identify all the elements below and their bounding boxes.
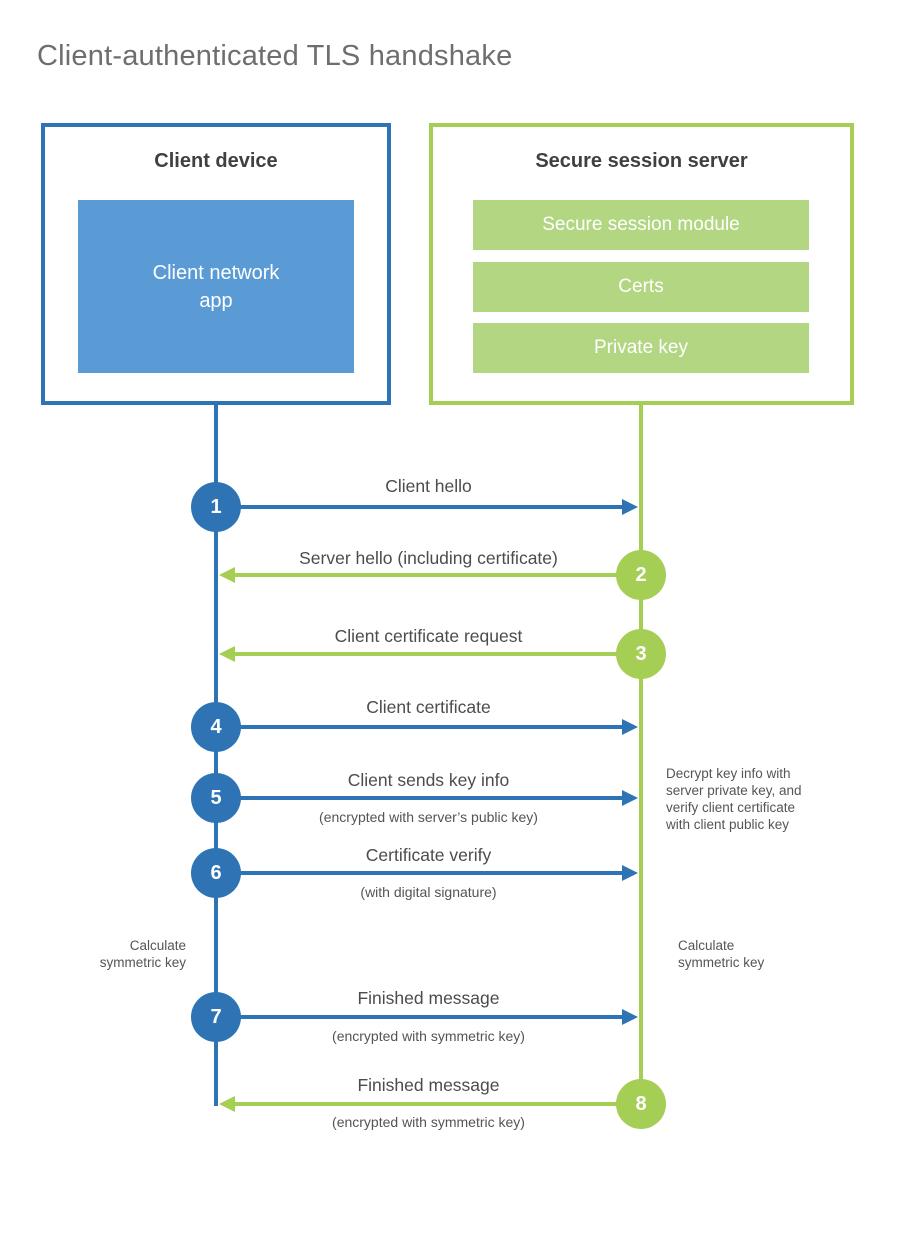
secure-session-server-title: Secure session server [535, 150, 748, 172]
step-badge-3: 3 [616, 629, 666, 679]
note-line: symmetric key [678, 955, 765, 970]
message-arrow-line [235, 652, 641, 656]
note-line: Calculate [678, 938, 735, 953]
client-device-title: Client device [154, 150, 278, 172]
page-title: Client-authenticated TLS handshake [37, 40, 513, 72]
step-badge-8: 8 [616, 1079, 666, 1129]
note-line: verify client certificate [666, 800, 796, 815]
note-line: with client public key [666, 817, 790, 832]
note-line: symmetric key [99, 955, 186, 970]
message-label: Finished message [357, 988, 500, 1008]
server-module-certs: Certs [473, 262, 809, 312]
message-label: Server hello (including certificate) [299, 548, 558, 568]
client-app-label-line1: Client network [152, 261, 280, 284]
message-label: Client certificate [366, 697, 491, 717]
server-module-secure-session: Secure session module [473, 200, 809, 250]
message-arrow-line [216, 1015, 622, 1019]
note-calculate-symmetric-key-server: Calculate symmetric key [678, 937, 808, 971]
server-module-private-key: Private key [473, 323, 809, 373]
arrowhead-right-icon [622, 1009, 638, 1025]
message-arrow-line [216, 796, 622, 800]
message-label: Client sends key info [347, 770, 510, 790]
message-label: Client certificate request [334, 626, 523, 646]
message-arrow-line [216, 505, 622, 509]
arrowhead-right-icon [622, 719, 638, 735]
note-line: Calculate [129, 938, 186, 953]
step-badge-5: 5 [191, 773, 241, 823]
message-subtitle: (encrypted with server’s public key) [319, 809, 538, 825]
message-subtitle: (with digital signature) [360, 884, 497, 900]
message-subtitle: (encrypted with symmetric key) [332, 1028, 525, 1044]
message-arrow-line [235, 1102, 641, 1106]
step-badge-7: 7 [191, 992, 241, 1042]
message-label: Finished message [357, 1075, 500, 1095]
step-badge-6: 6 [191, 848, 241, 898]
arrowhead-left-icon [219, 1096, 235, 1112]
client-network-app-module: Client network app [78, 200, 354, 373]
note-decrypt-key-info: Decrypt key info with server private key… [666, 765, 846, 833]
server-lifeline [639, 405, 643, 1106]
step-badge-2: 2 [616, 550, 666, 600]
message-arrow-line [235, 573, 641, 577]
message-subtitle: (encrypted with symmetric key) [332, 1114, 525, 1130]
message-label: Certificate verify [365, 845, 492, 865]
message-label: Client hello [385, 476, 472, 496]
arrowhead-right-icon [622, 790, 638, 806]
note-calculate-symmetric-key-client: Calculate symmetric key [56, 937, 186, 971]
client-app-label-line2: app [199, 289, 233, 312]
arrowhead-left-icon [219, 567, 235, 583]
arrowhead-left-icon [219, 646, 235, 662]
step-badge-1: 1 [191, 482, 241, 532]
note-line: Decrypt key info with [666, 766, 791, 781]
message-arrow-line [216, 725, 622, 729]
arrowhead-right-icon [622, 499, 638, 515]
step-badge-4: 4 [191, 702, 241, 752]
arrowhead-right-icon [622, 865, 638, 881]
note-line: server private key, and [666, 783, 802, 798]
message-arrow-line [216, 871, 622, 875]
client-lifeline [214, 405, 218, 1106]
